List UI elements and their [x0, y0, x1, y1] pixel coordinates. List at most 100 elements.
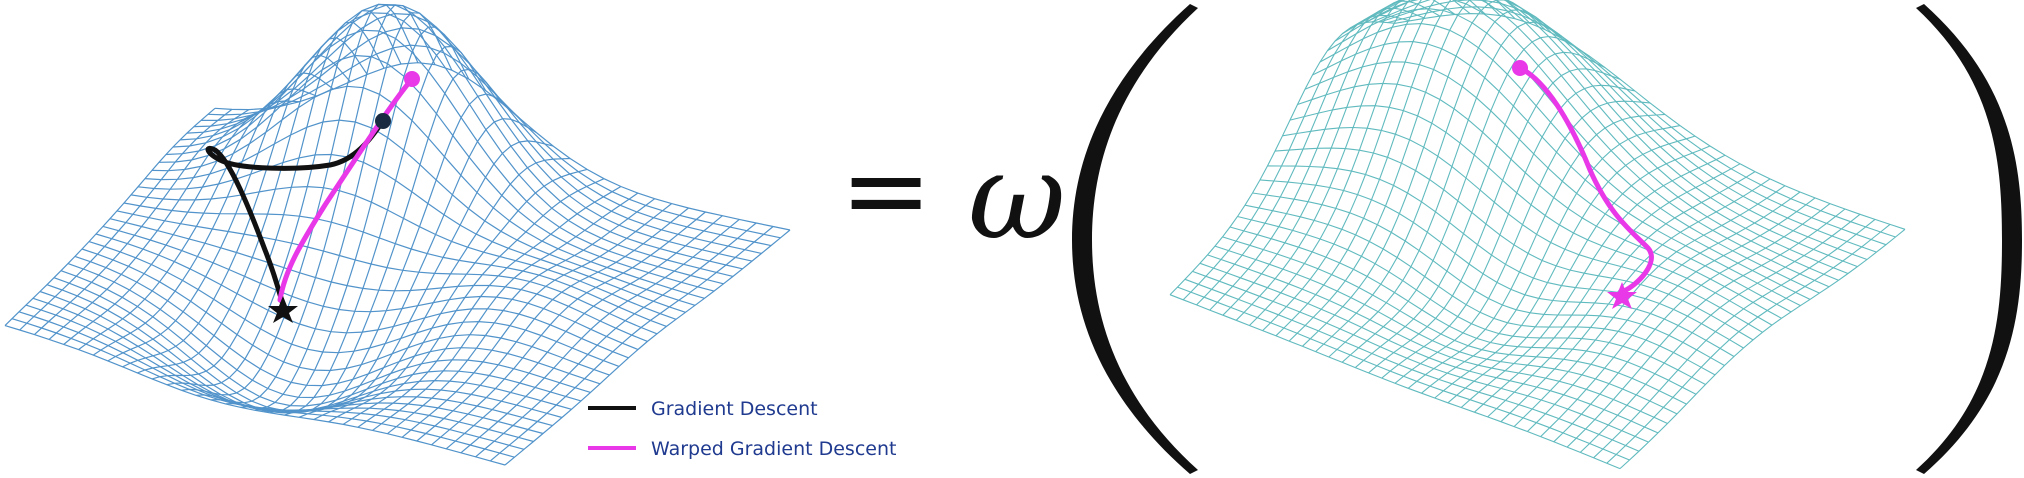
- mesh-line: [1381, 84, 1636, 379]
- legend: Gradient Descent Warped Gradient Descent: [588, 398, 896, 460]
- mesh-line: [95, 233, 629, 359]
- left-loss-surface-mesh: [4, 3, 791, 466]
- mesh-line: [1252, 192, 1725, 366]
- mesh-line: [81, 248, 610, 376]
- mesh-line: [67, 263, 591, 399]
- mesh-line: [284, 118, 537, 416]
- mesh-line: [63, 105, 283, 345]
- mesh-line: [1357, 0, 1858, 268]
- mesh-line: [1275, 0, 1516, 337]
- mesh-line: [1192, 270, 1649, 443]
- mesh-line: [122, 54, 351, 368]
- warped-loss-surface-mesh: [1169, 0, 1906, 470]
- mesh-line: [19, 108, 233, 331]
- warped-gradient-descent-path: [277, 76, 415, 303]
- mesh-line: [489, 226, 774, 462]
- mesh-line: [328, 168, 588, 423]
- mesh-line: [313, 157, 571, 421]
- mesh-line: [475, 222, 757, 458]
- mesh-line: [1394, 100, 1651, 384]
- mesh-line: [1387, 6, 1896, 238]
- start-point-icon: [1512, 60, 1528, 76]
- mesh-line: [1394, 13, 1906, 230]
- mesh-line: [1196, 7, 1426, 306]
- mesh-line: [33, 109, 250, 336]
- mesh-line: [1368, 68, 1621, 374]
- mesh-line: [1447, 145, 1711, 404]
- mesh-line: [342, 178, 605, 425]
- mesh-line: [1540, 197, 1816, 437]
- mesh-line: [460, 218, 740, 454]
- mesh-line: [269, 93, 520, 414]
- mesh-line: [1474, 163, 1741, 413]
- mesh-line: [1527, 191, 1801, 432]
- mesh-line: [53, 277, 572, 412]
- mesh-line: [1267, 165, 1744, 349]
- mesh-line: [401, 203, 672, 438]
- mesh-line: [1207, 254, 1668, 424]
- mesh-line: [78, 100, 300, 351]
- left-parenthesis: [1072, 4, 1198, 474]
- mesh-line: [1235, 0, 1471, 321]
- mesh-line: [1249, 0, 1486, 326]
- mesh-line: [210, 12, 453, 410]
- mesh-line: [504, 229, 791, 466]
- mesh-line: [1282, 126, 1763, 333]
- mesh-line: [1606, 223, 1891, 464]
- mesh-line: [225, 26, 470, 413]
- mesh-line: [107, 72, 334, 362]
- mesh-line: [4, 107, 216, 327]
- mesh-line: [1182, 14, 1411, 301]
- equals-sign: =: [840, 126, 932, 254]
- mesh-line: [1593, 218, 1876, 459]
- mesh-line: [1222, 0, 1456, 316]
- mesh-line: [240, 45, 487, 414]
- mesh-line: [1327, 8, 1820, 294]
- legend-label-gradient-descent: Gradient Descent: [651, 398, 818, 420]
- gd-waypoint-icon: [375, 113, 391, 129]
- mesh-line: [445, 215, 723, 450]
- mesh-line: [1354, 51, 1606, 369]
- star-end-icon: [1607, 282, 1637, 309]
- mesh-line: [166, 10, 402, 387]
- mesh-line: [1566, 208, 1846, 448]
- mesh-line: [1407, 113, 1666, 389]
- mesh-line: [1619, 228, 1906, 470]
- mesh-line: [196, 4, 436, 404]
- mesh-line: [1262, 0, 1501, 331]
- mesh-line: [137, 37, 368, 374]
- mesh-line: [1579, 213, 1861, 453]
- mesh-line: [1288, 0, 1531, 342]
- start-point-icon: [404, 71, 420, 87]
- legend-label-warped-gradient-descent: Warped Gradient Descent: [651, 438, 896, 460]
- mesh-line: [92, 88, 317, 356]
- mesh-line: [431, 211, 706, 446]
- mesh-line: [298, 140, 554, 418]
- mesh-line: [357, 185, 622, 428]
- mesh-line: [1513, 185, 1786, 427]
- mesh-line: [1315, 9, 1561, 353]
- right-parenthesis: [1916, 4, 2022, 474]
- star-end-icon: [268, 296, 298, 323]
- mesh-line: [1434, 135, 1696, 399]
- mesh-line: [1302, 0, 1546, 347]
- mesh-line: [1328, 21, 1576, 358]
- gradient-descent-path: [205, 118, 386, 308]
- mesh-line: [1169, 21, 1396, 296]
- warped-path-right: [1517, 65, 1654, 295]
- mesh-line: [181, 3, 419, 396]
- mesh-line: [1487, 171, 1756, 418]
- mesh-line: [1553, 203, 1831, 443]
- mesh-line: [1421, 125, 1681, 394]
- mesh-line: [372, 192, 639, 431]
- mesh-line: [1460, 154, 1726, 408]
- mesh-line: [387, 198, 656, 435]
- mesh-line: [416, 207, 689, 442]
- omega-symbol: ω: [968, 128, 1066, 267]
- mesh-line: [48, 107, 266, 340]
- mesh-line: [186, 4, 753, 262]
- mesh-line: [1209, 0, 1441, 311]
- mesh-line: [11, 318, 515, 458]
- mesh-line: [1500, 178, 1771, 423]
